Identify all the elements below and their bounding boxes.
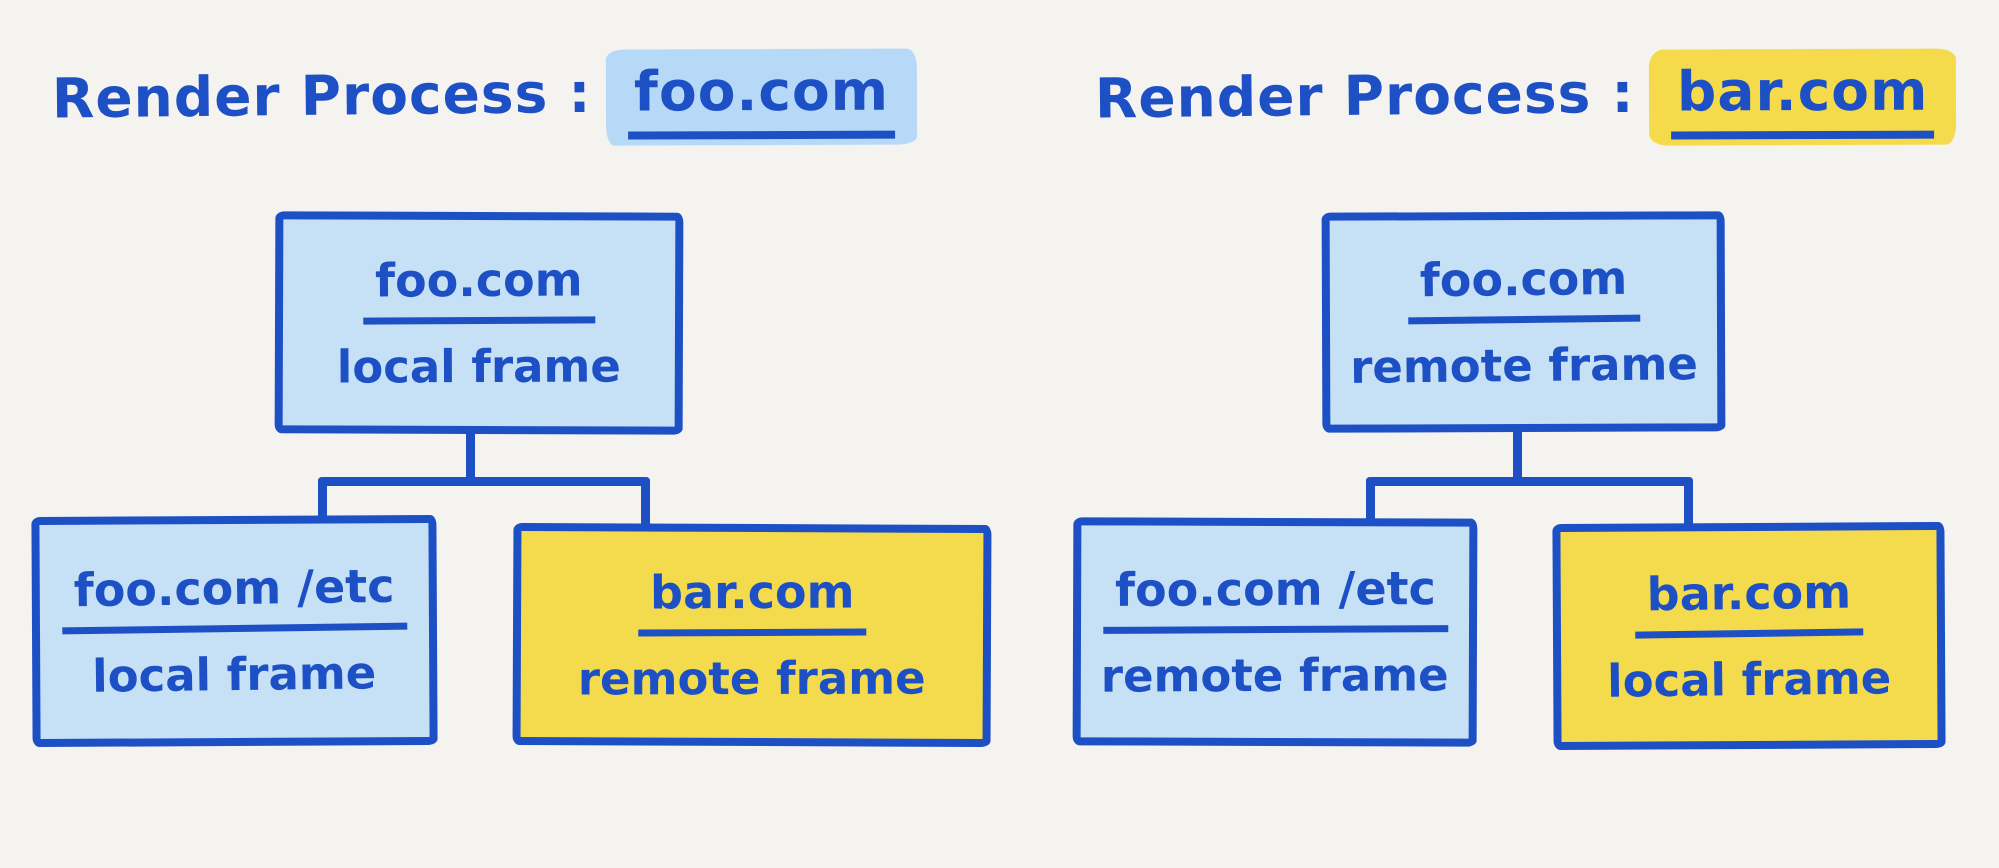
root-node-foo-remote: foo.com remote frame <box>1321 211 1726 433</box>
connector-root-stub-right-panel <box>1513 426 1522 486</box>
title-domain-highlight-yellow: bar.com <box>1648 48 1957 146</box>
panel-title-prefix: Render Process : <box>51 60 592 131</box>
title-domain-highlight-blue: foo.com <box>605 48 917 146</box>
node-sublabel: remote frame <box>1349 337 1698 394</box>
node-label: foo.com <box>363 252 596 325</box>
connector-drop-child1-right-panel <box>1366 477 1375 527</box>
node-sublabel: local frame <box>1606 651 1892 708</box>
node-sublabel: remote frame <box>577 651 926 706</box>
connector-root-stub-left-panel <box>466 428 475 486</box>
connector-drop-child2-left-panel <box>641 477 650 532</box>
node-label: bar.com <box>637 564 867 637</box>
node-sublabel: local frame <box>92 646 378 703</box>
panel-title-foo-process: Render Process : foo.com <box>51 47 917 152</box>
connector-horizontal-right-panel <box>1366 477 1693 486</box>
child-node-fooetc-remote: foo.com /etc remote frame <box>1072 517 1478 747</box>
node-label: bar.com <box>1634 564 1864 639</box>
connector-drop-child2-right-panel <box>1684 477 1693 531</box>
connector-drop-child1-left-panel <box>318 477 327 525</box>
connector-horizontal-left-panel <box>318 477 650 486</box>
child-node-fooetc-local: foo.com /etc local frame <box>31 514 438 748</box>
node-sublabel: local frame <box>336 339 621 394</box>
root-node-foo-local: foo.com local frame <box>274 211 684 435</box>
node-label: foo.com /etc <box>1102 561 1448 634</box>
title-domain-text: bar.com <box>1670 58 1934 140</box>
panel-title-prefix: Render Process : <box>1094 60 1635 131</box>
node-sublabel: remote frame <box>1100 648 1449 703</box>
node-label: foo.com <box>1407 250 1640 325</box>
node-label: foo.com /etc <box>61 558 408 635</box>
child-node-bar-remote: bar.com remote frame <box>512 522 992 748</box>
panel-title-bar-process: Render Process : bar.com <box>1094 47 1957 152</box>
title-domain-text: foo.com <box>627 58 895 140</box>
child-node-bar-local: bar.com local frame <box>1552 521 1946 751</box>
